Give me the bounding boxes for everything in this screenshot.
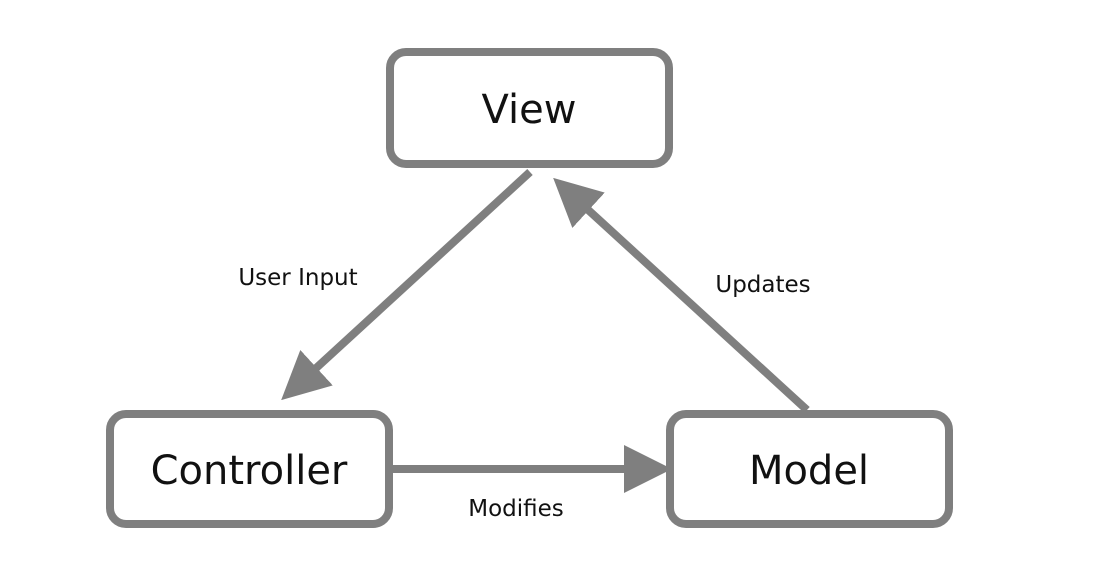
view-box xyxy=(386,48,673,168)
user-input-label: User Input xyxy=(238,265,357,291)
model-box xyxy=(666,410,953,528)
updates-label: Updates xyxy=(715,272,810,298)
view-label: View xyxy=(482,87,577,133)
updates-arrow xyxy=(553,177,810,413)
user-input-arrow xyxy=(281,169,533,401)
modifies-label: Modifies xyxy=(468,496,564,522)
model-label: Model xyxy=(749,448,869,494)
controller-box xyxy=(106,410,393,528)
view-node: View xyxy=(386,48,673,168)
controller-label: Controller xyxy=(151,448,348,494)
model-node: Model xyxy=(666,410,953,528)
controller-node: Controller xyxy=(106,410,393,528)
